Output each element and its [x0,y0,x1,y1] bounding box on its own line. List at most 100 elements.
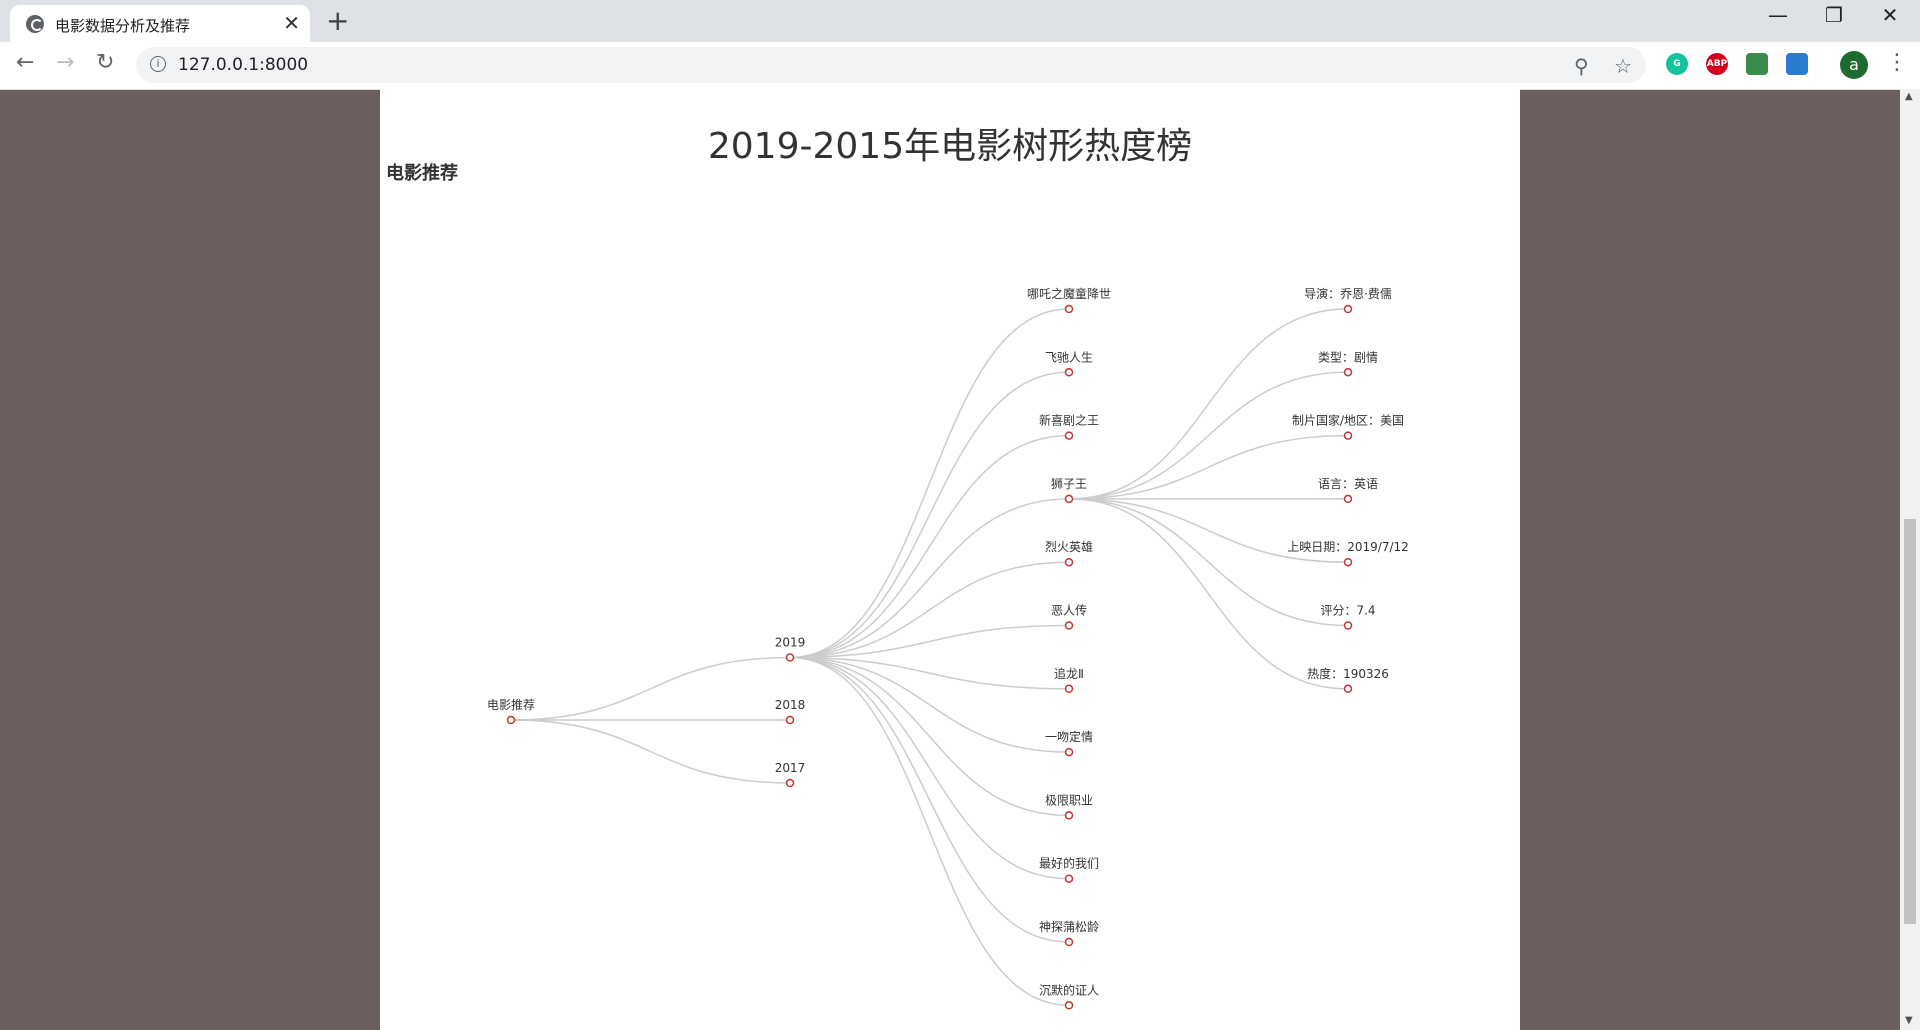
tree-node-dot[interactable] [1064,684,1074,694]
restore-icon[interactable]: ❐ [1825,3,1843,27]
tree-node-dot[interactable] [1343,557,1353,567]
browser-tab[interactable]: 电影数据分析及推荐 ✕ [10,5,310,42]
tree-link [789,656,1070,753]
tree-node-label: 恶人传 [1051,603,1087,618]
scroll-down-icon[interactable]: ▼ [1905,1015,1913,1026]
address-bar[interactable]: i 127.0.0.1:8000 ⚲ ☆ [136,47,1646,83]
back-icon[interactable]: ← [16,50,35,75]
tree-node-label: 狮子王 [1051,477,1087,491]
tree-node-dot[interactable] [1064,431,1074,440]
tree-chart: 电影推荐 2019 2018 2017 哪吒之魔童降世飞驰人生新喜剧之王狮子王烈火英雄恶… [487,286,1409,1010]
tree-node-movie[interactable]: 极限职业 [1045,793,1093,820]
tree-node-movie[interactable]: 飞驰人生 [1045,350,1093,377]
tree-node-detail[interactable]: 热度：190326 [1307,666,1389,694]
tree-link [789,498,1070,659]
adblock-extension-icon[interactable]: ABP [1706,53,1728,75]
tree-node-dot[interactable] [1064,368,1074,377]
tree-link [789,371,1070,659]
tree-node-movie[interactable]: 追龙Ⅱ [1054,666,1084,694]
extension-icon[interactable] [1746,53,1768,75]
tree-node-year[interactable]: 2018 [775,698,806,725]
tree-link [789,656,1070,690]
globe-icon [26,15,44,33]
scrollbar[interactable]: ▲ ▼ [1900,89,1920,1030]
tree-node-dot[interactable] [1064,621,1074,630]
bookmark-star-icon[interactable]: ☆ [1614,54,1632,78]
tree-node-movie[interactable]: 沉默的证人 [1039,982,1099,1010]
tab-title: 电影数据分析及推荐 [55,17,191,35]
tree-node-dot[interactable] [1343,684,1353,694]
tree-node-dot[interactable] [1343,431,1353,440]
tree-node-movie[interactable]: 烈火英雄 [1045,539,1093,567]
tree-node-year[interactable]: 2017 [775,761,806,788]
tree-node-dot[interactable] [1064,937,1074,947]
tree-node-movie[interactable]: 狮子王 [1051,477,1087,504]
tree-node-movie[interactable]: 神探蒲松龄 [1039,920,1099,947]
tree-node-label: 一吻定情 [1045,729,1093,744]
tree-link [789,434,1070,659]
tree-link [1068,308,1349,500]
tree-node-label: 烈火英雄 [1045,539,1093,554]
reload-icon[interactable]: ↻ [96,50,115,75]
tree-node-dot[interactable] [1343,494,1353,504]
section-title: 电影推荐 [386,163,458,184]
tree-link [789,656,1070,943]
tree-node-detail[interactable]: 制片国家/地区：美国 [1292,413,1404,440]
tree-node-movie[interactable]: 新喜剧之王 [1039,413,1099,440]
tree-link [510,719,791,784]
tree-node-dot[interactable] [1064,304,1074,314]
zoom-icon[interactable]: ⚲ [1574,54,1589,78]
browser-toolbar: ← → ↻ i 127.0.0.1:8000 ⚲ ☆ G ABP a ⋮ [0,42,1920,90]
close-window-icon[interactable]: ✕ [1881,3,1899,27]
tree-node-dot[interactable] [1064,811,1074,820]
tree-link [1068,371,1349,500]
chart-title: 2019-2015年电影树形热度榜 [707,126,1193,167]
tree-link [1068,498,1349,563]
tree-node-detail[interactable]: 评分：7.4 [1320,604,1376,630]
minimize-icon[interactable]: — [1768,3,1788,27]
tree-node-detail[interactable]: 类型：剧情 [1318,350,1378,377]
tree-link [789,656,1070,817]
tree-node-detail[interactable]: 导演：乔恩·费儒 [1304,286,1392,314]
new-tab-button[interactable]: + [326,4,350,37]
forward-icon[interactable]: → [56,50,75,75]
tree-node-label: 最好的我们 [1039,856,1099,871]
tree-node-label: 制片国家/地区：美国 [1292,413,1404,428]
tree-node-movie[interactable]: 最好的我们 [1039,856,1099,883]
scroll-thumb[interactable] [1904,519,1916,924]
tree-node-dot[interactable] [506,715,516,725]
tree-node-movie[interactable]: 恶人传 [1051,603,1087,630]
tree-node-dot[interactable] [1064,747,1074,757]
url-text[interactable]: 127.0.0.1:8000 [178,55,309,75]
tree-node-dot[interactable] [1064,557,1074,567]
info-icon[interactable]: i [150,56,166,72]
tab-bar: 电影数据分析及推荐 ✕ + — ❐ ✕ [0,0,1920,42]
tree-link [1068,434,1349,500]
close-tab-icon[interactable]: ✕ [283,11,300,35]
tree-node-root[interactable]: 电影推荐 [487,698,535,725]
menu-icon[interactable]: ⋮ [1886,50,1908,75]
tree-node-movie[interactable]: 一吻定情 [1045,729,1093,757]
tree-node-dot[interactable] [1064,494,1074,504]
tree-node-dot[interactable] [1064,874,1074,883]
tree-node-dot[interactable] [1064,1001,1074,1010]
tree-link [789,624,1070,659]
tree-node-dot[interactable] [1343,368,1353,377]
profile-avatar[interactable]: a [1840,51,1868,79]
tree-link [1068,498,1349,627]
scroll-up-icon[interactable]: ▲ [1905,91,1913,102]
tree-node-label: 哪吒之魔童降世 [1027,286,1111,301]
tree-node-label: 2018 [775,698,806,712]
grammarly-extension-icon[interactable]: G [1666,53,1688,75]
tree-node-movie[interactable]: 哪吒之魔童降世 [1027,286,1111,314]
tree-node-dot[interactable] [785,653,795,662]
translate-extension-icon[interactable] [1786,53,1808,75]
tree-node-label: 神探蒲松龄 [1039,920,1099,934]
tree-node-detail[interactable]: 上映日期：2019/7/12 [1287,540,1409,567]
tree-node-dot[interactable] [785,778,795,788]
tree-node-dot[interactable] [1343,621,1353,630]
tree-node-dot[interactable] [1343,304,1353,314]
tree-node-dot[interactable] [785,715,795,725]
tree-node-detail[interactable]: 语言：英语 [1318,477,1378,504]
tree-node-year[interactable]: 2019 [775,636,806,662]
